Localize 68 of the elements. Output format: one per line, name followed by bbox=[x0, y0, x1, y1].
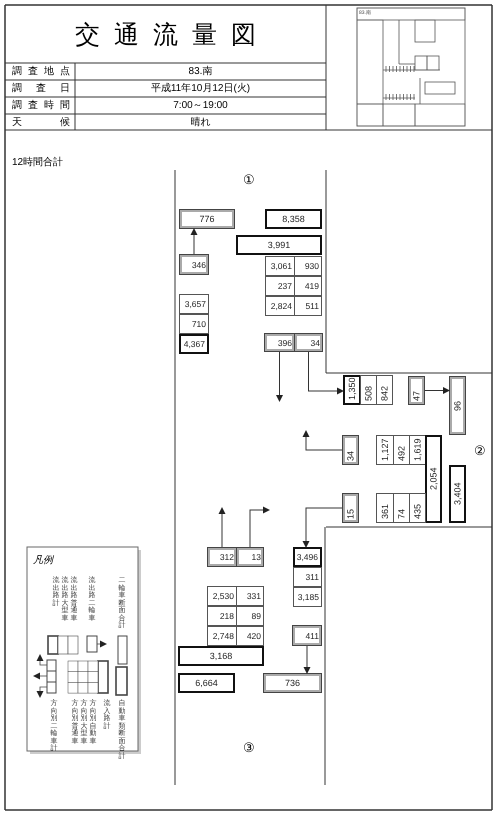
two-wheeler-count-box: 15 bbox=[342, 493, 359, 523]
arrow bbox=[218, 507, 226, 548]
count-cell: 361 bbox=[376, 493, 394, 523]
count-cell: 218 bbox=[207, 606, 237, 626]
count-cell: 1,619 bbox=[409, 435, 426, 465]
legend-title: 凡例 bbox=[33, 554, 53, 567]
total-count-box: 3,168 bbox=[178, 646, 264, 666]
field-label: 天候 bbox=[12, 116, 70, 129]
two-wheeler-count-box: 776 bbox=[179, 209, 235, 229]
two-wheeler-count-box: 346 bbox=[179, 254, 209, 275]
total-count-box: 3,404 bbox=[449, 465, 466, 523]
field-label: 調査時間 bbox=[12, 99, 70, 112]
arrow bbox=[250, 506, 270, 548]
title: 交通流量図 bbox=[74, 19, 271, 51]
total-count-box: 2,054 bbox=[425, 435, 442, 523]
two-wheeler-count-box: 396 bbox=[264, 333, 295, 352]
caption-text: 12時間合計 bbox=[12, 156, 64, 169]
field-value: 晴れ bbox=[190, 116, 212, 129]
count-cell: 3,185 bbox=[293, 587, 322, 607]
count-cell: 420 bbox=[236, 626, 264, 646]
count-cell: 930 bbox=[294, 256, 322, 276]
count-cell: 74 bbox=[393, 493, 410, 523]
field-label: 調査地点 bbox=[12, 65, 70, 78]
arrow bbox=[424, 387, 450, 394]
arrow bbox=[190, 228, 198, 254]
field-value: 平成11年10月12日(火) bbox=[150, 82, 252, 95]
count-cell: 511 bbox=[294, 296, 322, 316]
total-count-box: 6,664 bbox=[178, 673, 235, 693]
count-cell: 508 bbox=[360, 375, 377, 405]
count-cell: 419 bbox=[294, 276, 322, 296]
two-wheeler-count-box: 34 bbox=[342, 435, 359, 465]
field-label: 調査日 bbox=[12, 82, 70, 95]
total-count-box: 4,367 bbox=[179, 334, 209, 354]
arrow bbox=[276, 352, 283, 402]
two-wheeler-count-box: 312 bbox=[207, 547, 237, 567]
field-value: 83.南 bbox=[188, 65, 214, 78]
total-count-box: 8,358 bbox=[265, 209, 322, 229]
arrow bbox=[302, 430, 342, 450]
count-cell: 311 bbox=[293, 567, 322, 587]
count-cell: 331 bbox=[236, 586, 264, 606]
count-cell: 3,061 bbox=[265, 256, 295, 276]
count-cell: 842 bbox=[376, 375, 393, 405]
count-cell: 492 bbox=[393, 435, 410, 465]
field-value: 7:00～19:00 bbox=[172, 99, 229, 112]
two-wheeler-count-box: 411 bbox=[292, 625, 322, 646]
two-wheeler-count-box: 13 bbox=[236, 547, 264, 567]
count-cell: 2,748 bbox=[207, 626, 237, 646]
total-count-box: 3,991 bbox=[236, 235, 322, 255]
two-wheeler-count-box: 34 bbox=[294, 333, 323, 352]
count-cell: 1,127 bbox=[376, 435, 394, 465]
arrow bbox=[308, 352, 344, 394]
approach-number: ③ bbox=[243, 740, 255, 755]
count-cell: 435 bbox=[409, 493, 426, 523]
count-cell: 3,657 bbox=[179, 294, 209, 314]
count-cell: 237 bbox=[265, 276, 295, 296]
count-cell: 2,530 bbox=[207, 586, 237, 606]
two-wheeler-count-box: 736 bbox=[263, 673, 322, 693]
count-cell: 710 bbox=[179, 314, 209, 334]
total-count-box: 3,496 bbox=[293, 547, 322, 567]
count-cell: 89 bbox=[236, 606, 264, 626]
two-wheeler-count-box: 96 bbox=[449, 376, 466, 435]
approach-number: ① bbox=[243, 172, 255, 187]
two-wheeler-count-box: 47 bbox=[408, 376, 425, 405]
total-count-box: 1,350 bbox=[343, 375, 361, 405]
approach-number: ② bbox=[474, 443, 486, 458]
arrow bbox=[302, 508, 342, 548]
arrow bbox=[304, 646, 310, 674]
count-cell: 2,824 bbox=[265, 296, 295, 316]
